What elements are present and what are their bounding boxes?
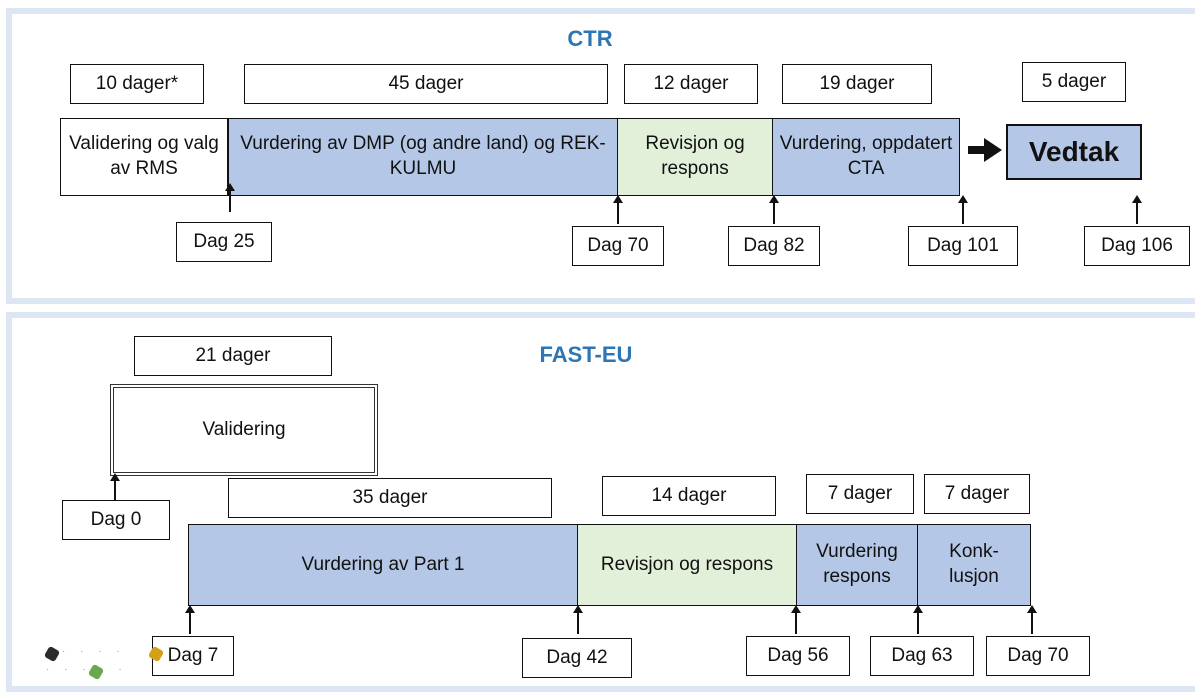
fast-phase-konklusjon: Konk-lusjon [917,524,1031,606]
konklusjon-label: Konk-lusjon [949,541,999,587]
ctr-phase-revisjon: Revisjon og respons [617,118,773,196]
fast-phase-validering: Validering [110,384,378,476]
fast-day-0: Dag 0 [62,500,170,540]
fast-day-5: Dag 70 [986,636,1090,676]
ctr-phase-validering: Validering og valg av RMS [60,118,228,196]
ctr-day-5: Dag 106 [1084,226,1190,266]
ctr-arrow-1 [225,183,234,212]
arrow-right-icon [968,138,1002,162]
ctr-duration-5: 5 dager [1022,62,1126,102]
fast-arrow-1 [185,605,194,634]
fast-arrow-3 [791,605,800,634]
fast-day-4: Dag 63 [870,636,974,676]
fast-phase-vurdering: Vurdering av Part 1 [188,524,578,606]
fast-title: FAST-EU [539,342,633,367]
ctr-title: CTR [567,26,613,51]
fast-day-2: Dag 42 [522,638,632,678]
fast-phase-vurdering-respons: Vurdering respons [796,524,918,606]
fast-phase-revisjon: Revisjon og respons [577,524,797,606]
ctr-arrow-4 [958,195,967,224]
ctr-arrow-3 [769,195,778,224]
fast-duration-1: 21 dager [134,336,332,376]
logo-mark: · · · · · · · · · [43,644,165,681]
ctr-phase-vurdering: Vurdering av DMP (og andre land) og REK-… [228,118,618,196]
fast-duration-3: 14 dager [602,476,776,516]
fast-day-1: Dag 7 [152,636,234,676]
ctr-panel [6,8,1195,304]
ctr-duration-4: 19 dager [782,64,932,104]
ctr-day-1: Dag 25 [176,222,272,262]
fast-arrow-0 [110,473,119,500]
fast-arrow-5 [1027,605,1036,634]
ctr-duration-2: 45 dager [244,64,608,104]
fast-arrow-2 [573,605,582,634]
ctr-day-2: Dag 70 [572,226,664,266]
ctr-day-3: Dag 82 [728,226,820,266]
ctr-arrow-2 [613,195,622,224]
fast-arrow-4 [913,605,922,634]
ctr-day-4: Dag 101 [908,226,1018,266]
fast-day-3: Dag 56 [746,636,850,676]
fast-duration-2: 35 dager [228,478,552,518]
fast-duration-4: 7 dager [806,474,914,514]
ctr-arrow-5 [1132,195,1141,224]
ctr-duration-3: 12 dager [624,64,758,104]
fast-duration-5: 7 dager [924,474,1030,514]
ctr-duration-1: 10 dager* [70,64,204,104]
ctr-phase-oppdatert: Vurdering, oppdatert CTA [772,118,960,196]
ctr-vedtak: Vedtak [1006,124,1142,180]
